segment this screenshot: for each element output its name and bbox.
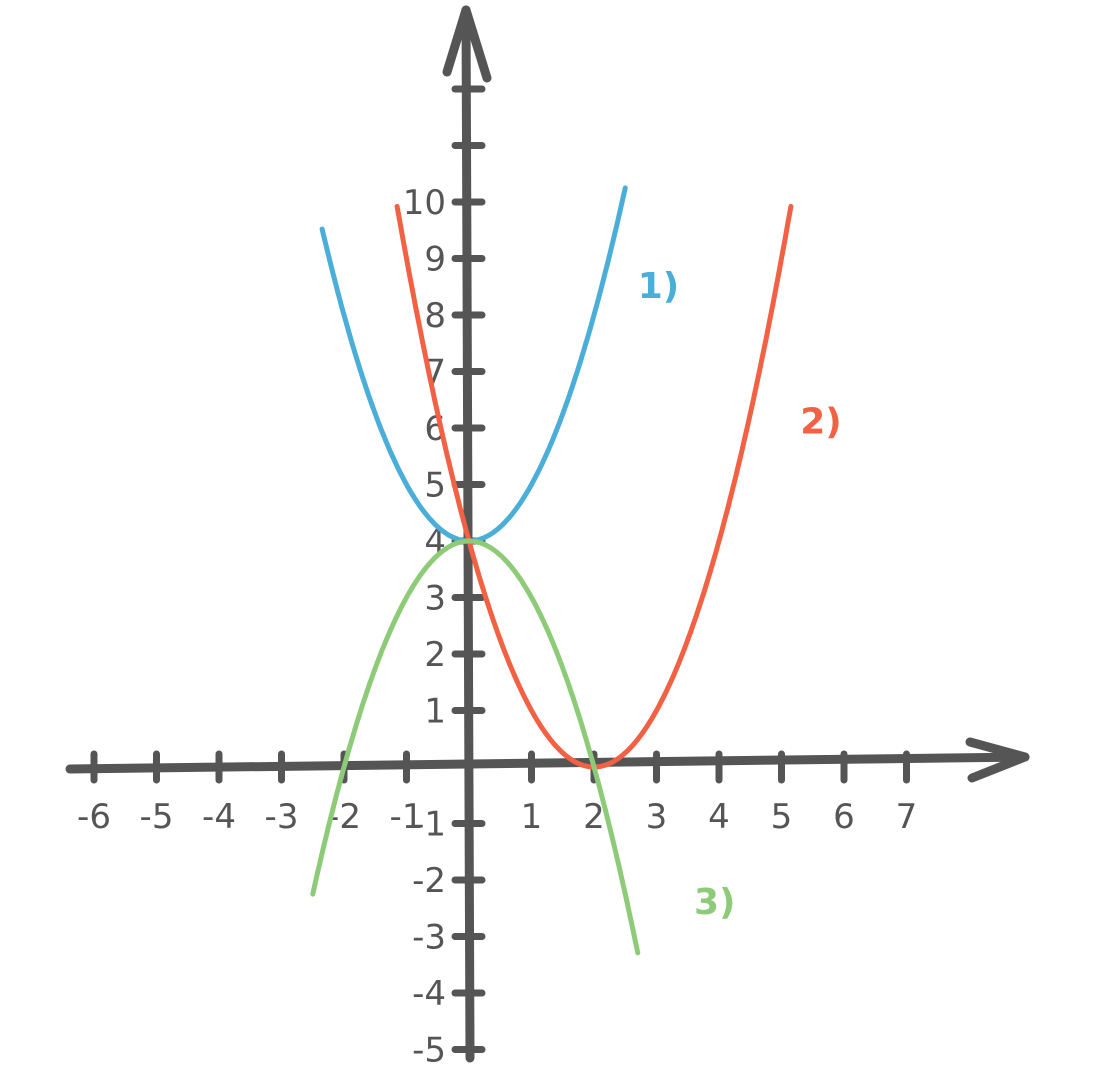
y-tick-label: 5	[424, 466, 446, 506]
x-tick-label: 6	[833, 797, 855, 837]
x-tick-label: 3	[646, 797, 668, 837]
y-tick-label: 8	[424, 296, 446, 336]
y-tick-label: 3	[424, 579, 446, 619]
y-tick-label: 1	[424, 692, 446, 732]
x-tick-label: 5	[771, 797, 793, 837]
curve-label-1: 1)	[638, 266, 680, 307]
x-axis	[65, 752, 1030, 774]
y-tick-label: -4	[412, 974, 446, 1014]
x-axis-arrow	[965, 737, 1030, 783]
x-tick-label: -1	[390, 797, 424, 837]
y-tick-label: 10	[403, 183, 446, 223]
y-tick-label: 9	[424, 240, 446, 280]
x-tick-label: 4	[708, 797, 730, 837]
y-tick-label: -3	[412, 918, 446, 958]
curves	[310, 185, 794, 956]
y-axis-arrow	[442, 5, 492, 83]
x-tick-label: 2	[583, 797, 605, 837]
y-tick-label: -1	[412, 805, 446, 845]
y-tick-label: -2	[412, 861, 446, 901]
labels: 1) 2) 3)	[638, 266, 842, 923]
x-tick-label: -3	[265, 797, 299, 837]
curve-2	[394, 203, 794, 770]
y-tick-label: -5	[412, 1031, 446, 1071]
curve-label-2: 2)	[800, 402, 842, 443]
x-tick-label: -5	[140, 797, 174, 837]
x-tick-label: -4	[202, 797, 236, 837]
curve-label-3: 3)	[694, 882, 736, 923]
y-tick-label: 2	[424, 635, 446, 675]
curve-3	[310, 538, 641, 956]
curve-1	[319, 185, 628, 544]
x-tick-label: 1	[521, 797, 543, 837]
x-tick-label: 7	[896, 797, 918, 837]
x-tick-label: -6	[77, 797, 111, 837]
